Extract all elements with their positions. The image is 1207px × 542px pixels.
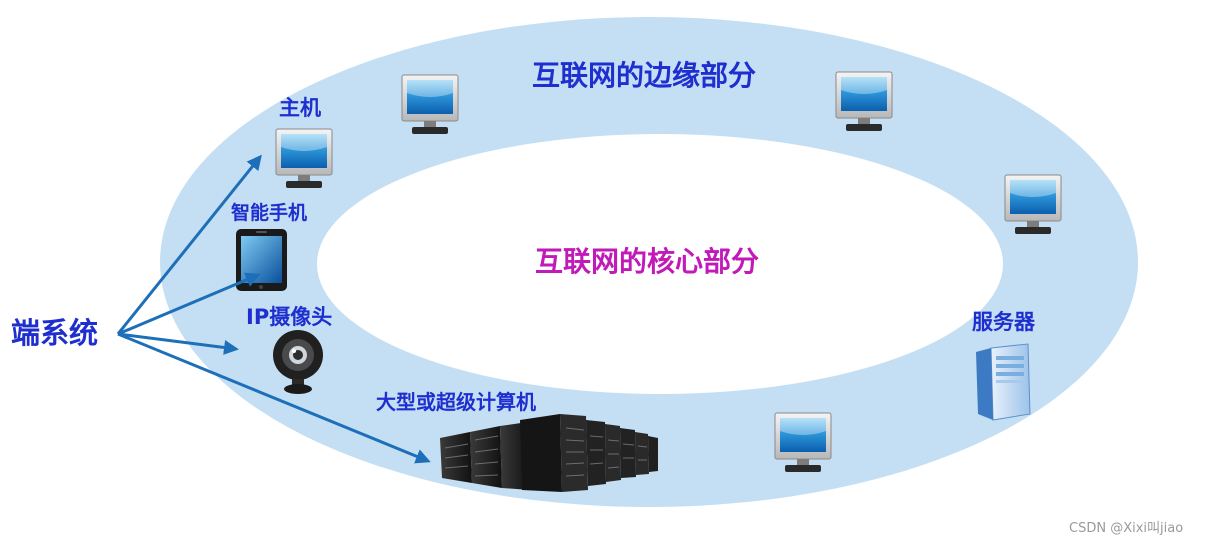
host-label: 主机: [279, 96, 321, 120]
edge-part-title: 互联网的边缘部分: [532, 59, 757, 92]
core-part-title: 互联网的核心部分: [535, 245, 760, 278]
arrow-to-camera: [117, 332, 239, 355]
ip-camera-icon: [273, 330, 323, 394]
watermark: CSDN @Xixi叫jiao: [1069, 521, 1184, 536]
ip-camera-label: IP摄像头: [246, 305, 333, 329]
core-area: [317, 134, 1003, 394]
arrow-to-supercomputer: [117, 332, 431, 464]
supercomputer-label: 大型或超级计算机: [376, 390, 536, 414]
end-system-arrows: [116, 154, 431, 464]
server-label: 服务器: [972, 310, 1035, 334]
smartphone-label: 智能手机: [231, 202, 308, 224]
end-system-label: 端系统: [11, 316, 99, 350]
server-icon: [976, 343, 1031, 421]
arrow-to-host: [116, 154, 262, 335]
arrow-to-phone: [117, 272, 261, 336]
supercomputer-icon: [440, 414, 658, 492]
